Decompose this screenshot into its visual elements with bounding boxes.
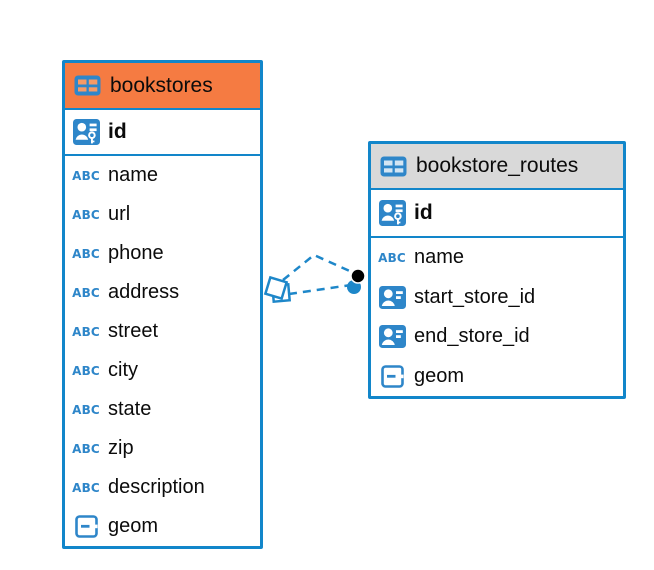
column-label: id xyxy=(108,120,127,143)
abc-icon: ABC xyxy=(72,246,100,261)
column-row-id[interactable]: id xyxy=(65,110,260,156)
column-row[interactable]: ABC description xyxy=(65,468,260,507)
table-bookstore-routes[interactable]: bookstore_routes id ABC name xyxy=(368,141,626,399)
column-label: url xyxy=(108,203,131,225)
column-row[interactable]: ABC name xyxy=(65,156,260,195)
person-card-icon xyxy=(378,325,406,349)
table-bookstores[interactable]: bookstores id ABC name ABC url ABC phone xyxy=(62,60,263,549)
column-label: geom xyxy=(108,515,159,537)
relation-line-2[interactable] xyxy=(288,283,352,296)
abc-icon: ABC xyxy=(72,324,100,339)
abc-icon: ABC xyxy=(72,168,100,183)
column-label: name xyxy=(414,246,465,269)
geometry-icon xyxy=(72,515,100,538)
relation-line-1[interactable] xyxy=(282,253,355,281)
column-row[interactable]: start_store_id xyxy=(371,278,623,318)
table-icon xyxy=(73,75,101,96)
abc-icon: ABC xyxy=(378,250,406,265)
column-label: geom xyxy=(414,364,465,387)
column-row[interactable]: ABC city xyxy=(65,351,260,390)
geometry-icon xyxy=(378,364,406,388)
table-title: bookstore_routes xyxy=(416,154,579,177)
column-row[interactable]: geom xyxy=(371,357,623,397)
table-title: bookstores xyxy=(110,73,213,97)
relation-dot-blue[interactable] xyxy=(347,280,361,294)
column-row[interactable]: ABC url xyxy=(65,195,260,234)
relation-dot-black[interactable] xyxy=(350,268,366,284)
column-row-id[interactable]: id xyxy=(371,190,623,238)
column-row[interactable]: ABC street xyxy=(65,312,260,351)
column-row[interactable]: ABC zip xyxy=(65,429,260,468)
table-icon xyxy=(379,156,407,177)
column-label: street xyxy=(108,320,159,342)
column-label: end_store_id xyxy=(414,325,530,348)
table-bookstores-header[interactable]: bookstores xyxy=(65,63,260,110)
table-bookstore-routes-header[interactable]: bookstore_routes xyxy=(371,144,623,190)
abc-icon: ABC xyxy=(72,480,100,495)
column-row[interactable]: ABC address xyxy=(65,273,260,312)
abc-icon: ABC xyxy=(72,285,100,300)
column-label: description xyxy=(108,476,205,498)
column-row[interactable]: ABC phone xyxy=(65,234,260,273)
column-row[interactable]: ABC name xyxy=(371,238,623,278)
column-row[interactable]: ABC state xyxy=(65,390,260,429)
person-key-icon xyxy=(378,200,406,226)
column-row[interactable]: geom xyxy=(65,507,260,546)
relation-diamond-marker[interactable] xyxy=(263,275,292,304)
column-row[interactable]: end_store_id xyxy=(371,317,623,357)
column-label: phone xyxy=(108,242,164,264)
column-label: start_store_id xyxy=(414,285,536,308)
abc-icon: ABC xyxy=(72,207,100,222)
abc-icon: ABC xyxy=(72,441,100,456)
column-label: name xyxy=(108,164,159,186)
person-card-icon xyxy=(378,285,406,309)
column-label: zip xyxy=(108,437,134,459)
column-label: city xyxy=(108,359,138,381)
person-key-icon xyxy=(72,119,100,145)
column-label: address xyxy=(108,281,180,303)
column-label: id xyxy=(414,201,433,224)
column-label: state xyxy=(108,398,152,420)
abc-icon: ABC xyxy=(72,363,100,378)
abc-icon: ABC xyxy=(72,402,100,417)
